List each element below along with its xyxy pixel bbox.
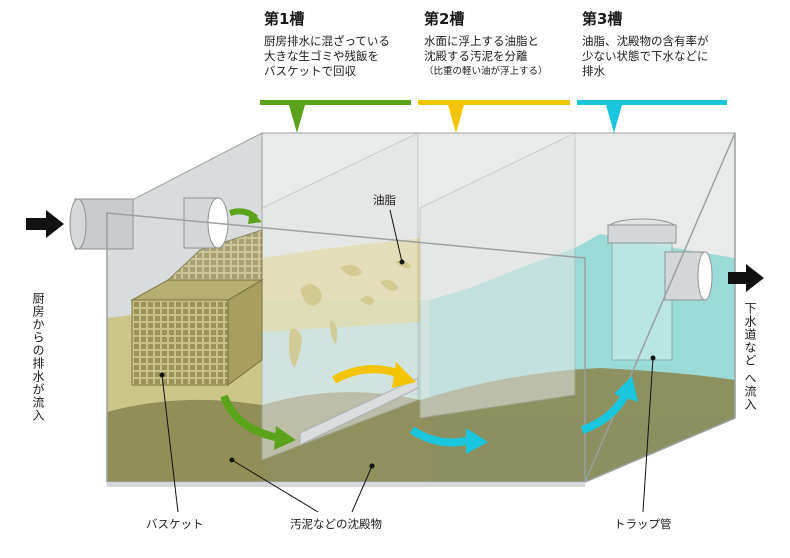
basket-side — [131, 299, 229, 386]
tank1-pointer — [289, 105, 305, 133]
tank3-bar — [577, 100, 727, 105]
partition-1 — [261, 132, 419, 461]
tank2-note: （比重の軽い油が浮上する） — [424, 66, 548, 77]
trap-leader-dot — [650, 355, 656, 361]
trap-pipe-body — [611, 231, 673, 361]
tank3-title: 第3槽 — [582, 10, 623, 28]
tank2-desc-line1: 水面に浮上する油脂と — [424, 34, 539, 48]
flow-arrow-cyan-2 — [580, 391, 630, 434]
tank2-bar — [418, 100, 570, 105]
tank1-bar — [260, 100, 411, 105]
oil-leader-dot — [399, 259, 405, 265]
basket-leader — [161, 374, 179, 513]
flow-arrow-yellow-head — [392, 362, 416, 388]
oil-label: 油脂 — [373, 193, 396, 207]
sediment-label: 汚泥などの沈殿物 — [290, 517, 382, 531]
tank-base — [107, 482, 585, 487]
partition-2 — [419, 132, 576, 419]
tank2-pointer — [448, 105, 464, 133]
tank2-title: 第2槽 — [424, 10, 465, 28]
tank3-desc-line1: 油脂、沈殿物の含有率が — [582, 34, 709, 48]
outflow-label: 下水道など へ流入 — [743, 302, 757, 411]
sediment-leader-1 — [231, 459, 319, 513]
sediment-leader-2 — [351, 465, 373, 513]
oil-leader — [389, 209, 403, 263]
sediment-leader-1-dot — [229, 457, 235, 463]
tank1-desc-line1: 厨房排水に混ざっている — [264, 34, 390, 48]
tank1-desc-line3: バスケットで回収 — [264, 64, 356, 78]
partition-1-bottom-lip — [299, 377, 419, 446]
flow-arrow-cyan-1-head — [466, 428, 488, 454]
flow-arrow-green-head — [274, 426, 296, 450]
tank3-desc-line3: 排水 — [582, 64, 605, 78]
flow-arrow-cyan-1 — [409, 426, 472, 447]
inlet-pipe-end — [69, 198, 87, 250]
flow-arrow-green — [220, 394, 281, 442]
trap-leader — [642, 357, 654, 513]
tank1-desc-line2: 大きな生ゴミや残飯を — [264, 49, 379, 63]
basket-label: バスケット — [146, 517, 204, 531]
trap-pipe-top — [607, 224, 677, 244]
outflow-arrow — [728, 264, 764, 292]
tank3-pointer — [606, 105, 622, 133]
sediment-leader-2-dot — [369, 463, 375, 469]
flow-arrow-cyan-2-head — [614, 376, 638, 402]
flow-arrow-inlet-head — [248, 210, 262, 224]
inflow-arrow — [26, 210, 64, 238]
basket-leader-dot — [159, 372, 165, 378]
tank1-title: 第1槽 — [264, 10, 305, 28]
tank3-desc-line2: 少ない状態で下水などに — [582, 49, 709, 63]
flow-arrow-yellow — [332, 365, 402, 384]
tank2-desc-line2: 沈殿する汚泥を分離 — [424, 49, 528, 63]
inflow-label: 厨房からの排水が流入 — [31, 292, 45, 422]
outlet-pipe-end — [697, 251, 713, 301]
trap-pipe-label: トラップ管 — [614, 517, 672, 531]
basket-rim — [166, 229, 263, 281]
